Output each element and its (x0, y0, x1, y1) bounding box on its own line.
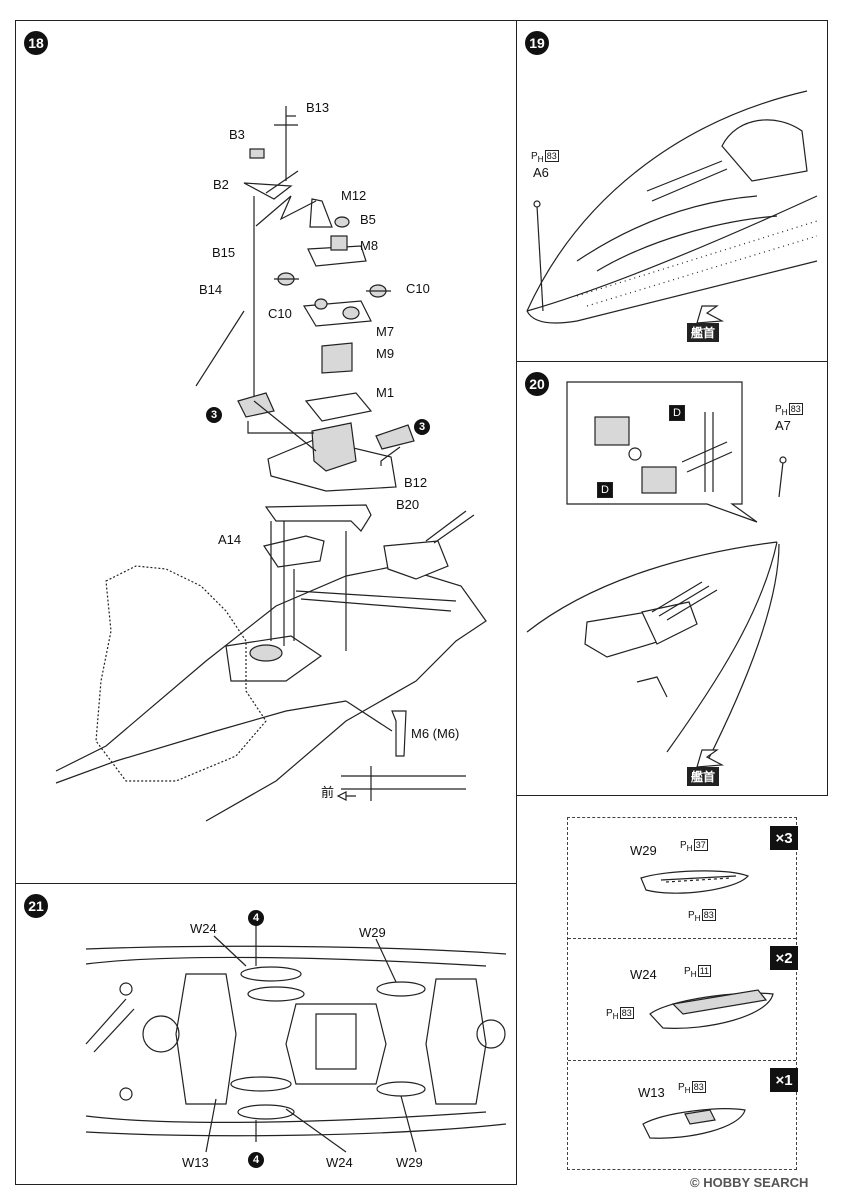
boat-w24-name: W24 (630, 967, 657, 982)
label-m6: M6 (M6) (411, 726, 460, 741)
step-19-drawing (526, 90, 818, 324)
ref-circle-3-right: 3 (414, 419, 430, 435)
boat-w24-drawing (649, 989, 774, 1029)
label-m8: M8 (360, 238, 379, 253)
boat-w13-drawing (642, 1108, 746, 1139)
bow-label-19: 艦首 (687, 323, 720, 342)
boats-divider-2 (568, 1060, 796, 1061)
label-c10-right: C10 (406, 281, 430, 296)
label-b14: B14 (199, 282, 223, 297)
label-w24-top: W24 (190, 921, 217, 936)
boat-w13-multiplier: ×1 (770, 1068, 798, 1092)
label-m1: M1 (376, 385, 395, 400)
label-b2: B2 (213, 177, 229, 192)
label-b15: B15 (212, 245, 236, 260)
forward-label: 前 (321, 785, 335, 800)
label-m7: M7 (376, 324, 395, 339)
boat-w24-multiplier: ×2 (770, 946, 798, 970)
label-w29-bottom: W29 (396, 1155, 423, 1170)
step-20-drawing (526, 381, 787, 768)
ref-circle-3-left: 3 (206, 407, 222, 423)
decal-d-top: D (669, 405, 685, 421)
boats-divider-1 (568, 938, 796, 939)
label-w24-bottom: W24 (326, 1155, 353, 1170)
decal-d-bottom: D (597, 482, 613, 498)
label-m12: M12 (341, 188, 367, 203)
label-w29-top: W29 (359, 925, 386, 940)
label-b5: B5 (360, 212, 376, 227)
label-a14: A14 (218, 532, 242, 547)
boat-w29-drawing (640, 870, 750, 894)
step-21-panel: 21 (15, 883, 517, 1185)
ref-circle-4-top: 4 (248, 910, 264, 926)
step-18-panel: 18 (15, 20, 517, 884)
label-a6: A6 (533, 165, 549, 180)
step-20-badge: 20 (525, 372, 549, 396)
ref-circle-4-bottom: 4 (248, 1152, 264, 1168)
step-21-badge: 21 (24, 894, 48, 918)
boat-w29-multiplier: ×3 (770, 826, 798, 850)
step-18-drawing (55, 106, 487, 822)
bow-label-20: 艦首 (687, 767, 720, 786)
boat-w13-name: W13 (638, 1085, 665, 1100)
label-w13: W13 (182, 1155, 209, 1170)
label-b20: B20 (396, 497, 420, 512)
label-a7: A7 (775, 418, 791, 433)
step-21-drawing (85, 924, 507, 1153)
label-c10-left: C10 (268, 306, 292, 321)
label-b12: B12 (404, 475, 428, 490)
watermark: © HOBBY SEARCH (690, 1175, 809, 1190)
label-b3: B3 (229, 127, 245, 142)
label-m9: M9 (376, 346, 395, 361)
label-b13: B13 (306, 100, 330, 115)
boat-w29-name: W29 (630, 843, 657, 858)
step-19-badge: 19 (525, 31, 549, 55)
step-18-badge: 18 (24, 31, 48, 55)
